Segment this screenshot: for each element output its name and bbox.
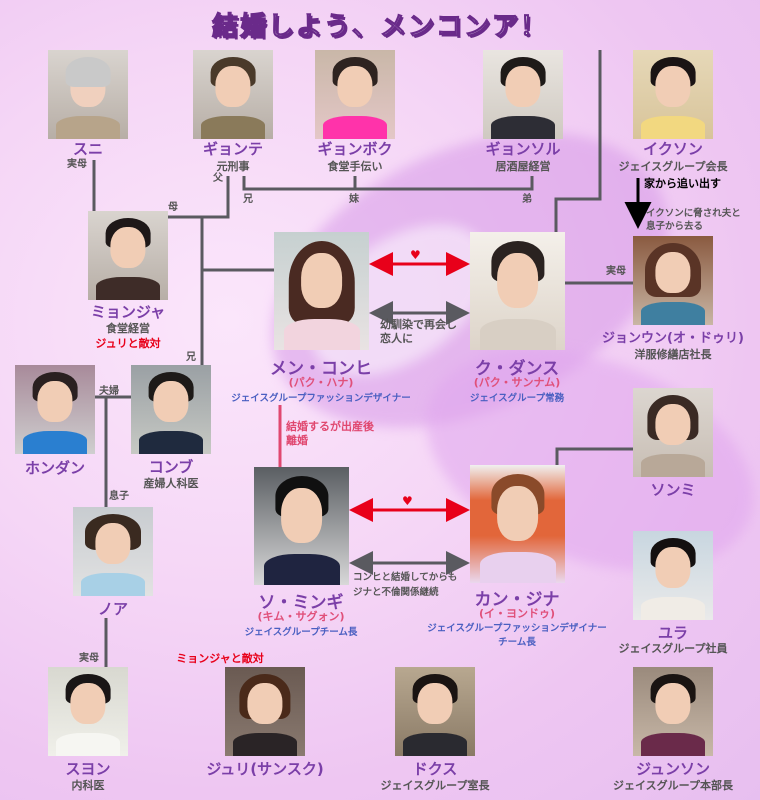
- ku-photo: [470, 232, 565, 350]
- kan-role-title: チーム長: [498, 637, 536, 648]
- kan-photo: [470, 465, 565, 583]
- konbu-occupation: 産婦人科医: [143, 477, 199, 490]
- noa-photo: [73, 507, 153, 596]
- men-so-relation: 結婚するが出産後離婚: [286, 420, 374, 448]
- junson-occupation: ジェイスグループ本部長: [612, 779, 733, 792]
- jonun-photo: [633, 236, 713, 325]
- kan-name: カン・ジナ: [474, 590, 560, 610]
- younger-brother-label: 弟: [522, 194, 532, 205]
- myonja-name: ミョンジャ: [90, 303, 166, 321]
- gyonbok-name: ギョンボク: [317, 140, 393, 158]
- gyonte-photo: [193, 50, 273, 139]
- myonja-note: ジュリと敵対: [95, 337, 161, 350]
- chart-title: 結婚しよう、メンコンア！: [211, 11, 548, 42]
- jonun-note-line1: イクソンに脅され夫と: [646, 208, 741, 219]
- gyonte-name: ギョンテ: [202, 140, 263, 158]
- noa-name: ノア: [97, 600, 128, 618]
- men-ku-line1: 幼馴染で再会し: [380, 318, 457, 331]
- suni-relation-label: 実母: [67, 159, 87, 170]
- so-alias: (キム・サグォン): [257, 610, 345, 623]
- jonun-occupation: 洋服修繕店社長: [634, 348, 712, 361]
- so-name: ソ・ミンギ: [258, 593, 344, 613]
- suyon-name: スヨン: [65, 760, 111, 778]
- men-photo: [274, 232, 369, 350]
- couple-label: 夫婦: [99, 386, 119, 397]
- juri-note: ミョンジャと敵対: [176, 652, 264, 665]
- so-kan-relation: コンヒと結婚してからもジナと不倫関係継続: [353, 570, 457, 600]
- suyon-occupation: 内科医: [71, 779, 105, 792]
- konbu-photo: [131, 365, 211, 454]
- so-kan-line2: ジナと不倫関係継続: [353, 587, 439, 598]
- gyonte-occupation: 元刑事: [216, 160, 250, 173]
- kan-alias: (イ・ヨンドゥ): [478, 607, 556, 620]
- myonja-photo: [88, 211, 168, 300]
- dokusu-photo: [395, 667, 475, 756]
- gyonbok-occupation: 食堂手伝い: [327, 160, 383, 173]
- yura-name: ユラ: [657, 624, 688, 642]
- hondan-photo: [15, 365, 95, 454]
- men-role: ジェイスグループファッションデザイナー: [231, 393, 411, 404]
- ikuson-name: イクソン: [643, 140, 703, 158]
- so-photo: [254, 467, 349, 585]
- so-role: ジェイスグループチーム長: [244, 627, 358, 638]
- so-kan-line1: コンヒと結婚してからも: [353, 572, 458, 583]
- jonun-note: イクソンに脅され夫と息子から去る: [646, 207, 741, 233]
- gyonbok-photo: [315, 50, 395, 139]
- men-ku-line2: 恋人に: [380, 332, 413, 345]
- sonmi-photo: [633, 388, 713, 477]
- junson-name: ジュンソン: [636, 760, 710, 778]
- konbu-name: コンブ: [148, 458, 194, 476]
- suni-name: スニ: [72, 140, 103, 158]
- jonun-relation-label: 実母: [606, 266, 626, 277]
- gyonsol-photo: [483, 50, 563, 139]
- suyon-photo: [48, 667, 128, 756]
- ku-alias: (パク・サンナム): [473, 376, 561, 389]
- gyonsol-name: ギョンソル: [485, 140, 561, 158]
- men-alias: (パク・ハナ): [288, 376, 354, 389]
- suyon-relation-label: 実母: [79, 653, 99, 664]
- ikuson-occupation: ジェイスグループ会長: [618, 160, 728, 173]
- suni-photo: [48, 50, 128, 139]
- gyonsol-occupation: 居酒屋経営: [495, 160, 551, 173]
- men-so-line2: 離婚: [286, 434, 308, 447]
- father-label: 父: [213, 173, 223, 184]
- kan-role: ジェイスグループファッションデザイナー: [427, 623, 607, 634]
- juri-name: ジュリ(サンスク): [206, 760, 324, 778]
- ku-role: ジェイスグループ常務: [469, 393, 565, 404]
- dokusu-occupation: ジェイスグループ室長: [380, 779, 490, 792]
- kicked-out-label: 家から追い出す: [644, 177, 721, 190]
- men-name: メン・コンヒ: [270, 359, 372, 379]
- mother-label: 母: [168, 202, 178, 213]
- ku-name: ク・ダンス: [474, 359, 560, 379]
- yura-occupation: ジェイスグループ社員: [618, 642, 728, 655]
- men-so-line1: 結婚するが出産後: [286, 420, 374, 433]
- dokusu-name: ドクス: [412, 760, 458, 778]
- heart-icon: ♥: [402, 494, 413, 508]
- men-ku-relation: 幼馴染で再会し恋人に: [380, 318, 457, 346]
- jonun-name: ジョンウン(オ・ドゥリ): [602, 331, 744, 346]
- sonmi-name: ソンミ: [650, 481, 696, 499]
- myonja-occupation: 食堂経営: [106, 322, 150, 335]
- yura-photo: [633, 531, 713, 620]
- konbu-brother-label: 兄: [186, 352, 196, 363]
- younger-sister-label: 妹: [349, 194, 359, 205]
- hondan-name: ホンダン: [24, 459, 85, 477]
- ikuson-photo: [633, 50, 713, 139]
- jonun-note-line2: 息子から去る: [646, 221, 704, 232]
- juri-photo: [225, 667, 305, 756]
- son-label: 息子: [109, 491, 129, 502]
- heart-icon: ♥: [410, 248, 421, 262]
- junson-photo: [633, 667, 713, 756]
- elder-brother-label: 兄: [243, 194, 253, 205]
